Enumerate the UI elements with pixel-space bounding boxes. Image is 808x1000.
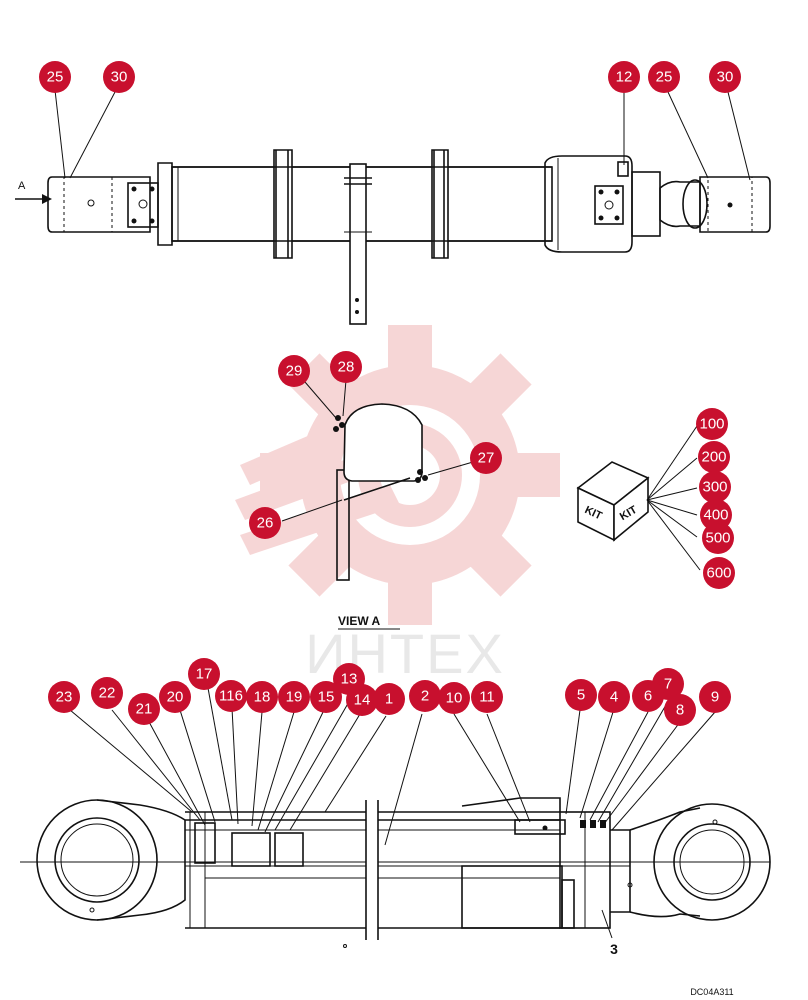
svg-text:29: 29 <box>286 363 303 380</box>
callout-view-26[interactable]: 26 <box>249 507 281 539</box>
svg-text:4: 4 <box>610 689 618 706</box>
kit-box: KIT KIT <box>576 461 650 542</box>
callout-top-12[interactable]: 12 <box>608 61 640 93</box>
callout-kit-300[interactable]: 300 <box>699 471 731 503</box>
svg-text:14: 14 <box>354 692 371 709</box>
svg-text:9: 9 <box>711 689 719 706</box>
svg-text:12: 12 <box>616 69 633 86</box>
svg-text:200: 200 <box>701 449 726 466</box>
svg-text:30: 30 <box>717 69 734 86</box>
svg-text:19: 19 <box>286 689 303 706</box>
svg-text:11: 11 <box>479 689 495 706</box>
callouts: 25 30 12 25 30 29 28 27 26 100 200 300 4… <box>39 61 741 726</box>
svg-text:21: 21 <box>136 701 153 718</box>
svg-text:27: 27 <box>478 450 495 467</box>
callout-view-29[interactable]: 29 <box>278 355 310 387</box>
svg-text:30: 30 <box>111 69 128 86</box>
callout-17[interactable]: 17 <box>188 658 220 690</box>
svg-text:500: 500 <box>705 530 730 547</box>
svg-text:25: 25 <box>656 69 673 86</box>
callout-5[interactable]: 5 <box>565 679 597 711</box>
drawing-code: DC04A311 <box>690 987 733 997</box>
svg-text:8: 8 <box>676 702 684 719</box>
callout-kit-400[interactable]: 400 <box>700 499 732 531</box>
callout-14[interactable]: 14 <box>346 684 378 716</box>
svg-text:1: 1 <box>385 691 393 708</box>
view-a-drawing: VIEW A <box>333 403 428 630</box>
callout-2[interactable]: 2 <box>409 680 441 712</box>
kit-leader-lines <box>646 425 701 571</box>
svg-text:600: 600 <box>706 565 731 582</box>
callout-22[interactable]: 22 <box>91 677 123 709</box>
callout-10[interactable]: 10 <box>438 682 470 714</box>
callout-kit-200[interactable]: 200 <box>698 441 730 473</box>
svg-text:25: 25 <box>47 69 64 86</box>
svg-text:28: 28 <box>338 359 355 376</box>
callout-top-left-25[interactable]: 25 <box>39 61 71 93</box>
view-a-leader-lines <box>281 379 474 522</box>
svg-text:13: 13 <box>341 671 358 688</box>
callout-top-right-25[interactable]: 25 <box>648 61 680 93</box>
svg-text:116: 116 <box>219 688 243 705</box>
view-a-label: VIEW A <box>338 614 381 628</box>
svg-text:17: 17 <box>196 666 213 683</box>
svg-text:6: 6 <box>644 688 652 705</box>
callout-view-28[interactable]: 28 <box>330 351 362 383</box>
svg-text:18: 18 <box>254 689 271 706</box>
bottom-cylinder-drawing: 3 DC04A311 <box>20 797 771 997</box>
part-3-label: 3 <box>610 941 618 957</box>
callout-11[interactable]: 11 <box>471 681 503 713</box>
callout-4[interactable]: 4 <box>598 681 630 713</box>
svg-text:26: 26 <box>257 515 274 532</box>
svg-text:7: 7 <box>664 676 672 693</box>
svg-text:400: 400 <box>703 507 728 524</box>
callout-9[interactable]: 9 <box>699 681 731 713</box>
callout-kit-600[interactable]: 600 <box>703 557 735 589</box>
svg-text:15: 15 <box>318 689 335 706</box>
svg-text:23: 23 <box>56 689 73 706</box>
svg-text:2: 2 <box>421 688 429 705</box>
view-arrow-label: A <box>18 180 26 192</box>
callout-18[interactable]: 18 <box>246 681 278 713</box>
svg-text:100: 100 <box>699 416 724 433</box>
callout-top-right-30[interactable]: 30 <box>709 61 741 93</box>
callout-kit-500[interactable]: 500 <box>702 522 734 554</box>
callout-23[interactable]: 23 <box>48 681 80 713</box>
callout-116[interactable]: 116 <box>215 680 247 712</box>
callout-20[interactable]: 20 <box>159 681 191 713</box>
svg-text:20: 20 <box>167 689 184 706</box>
top-cylinder-drawing: A <box>15 149 771 325</box>
callout-kit-100[interactable]: 100 <box>696 408 728 440</box>
callout-19[interactable]: 19 <box>278 681 310 713</box>
callout-top-left-30[interactable]: 30 <box>103 61 135 93</box>
callout-8[interactable]: 8 <box>664 694 696 726</box>
svg-text:300: 300 <box>702 479 727 496</box>
callout-6[interactable]: 6 <box>632 680 664 712</box>
svg-text:10: 10 <box>446 690 463 707</box>
callout-15[interactable]: 15 <box>310 681 342 713</box>
svg-text:5: 5 <box>577 687 585 704</box>
callout-21[interactable]: 21 <box>128 693 160 725</box>
bottom-leader-lines <box>69 687 716 846</box>
callout-view-27[interactable]: 27 <box>470 442 502 474</box>
top-leader-lines <box>54 89 751 181</box>
svg-text:22: 22 <box>99 685 116 702</box>
callout-1[interactable]: 1 <box>373 683 405 715</box>
